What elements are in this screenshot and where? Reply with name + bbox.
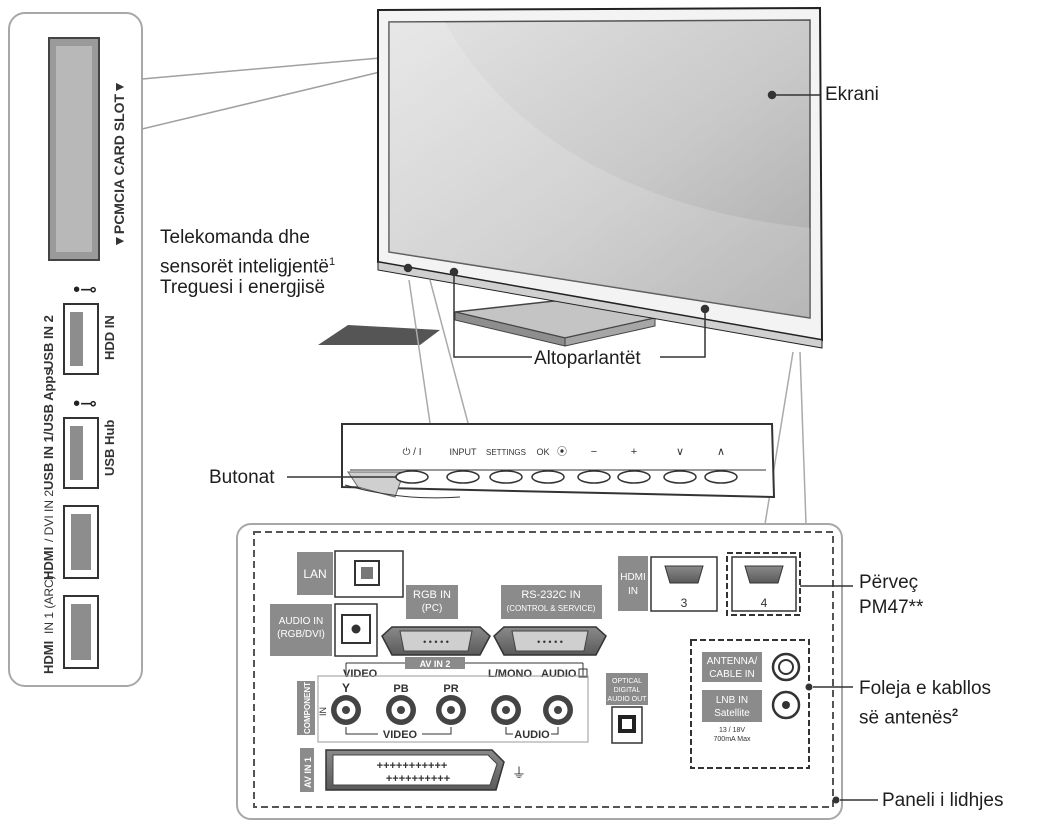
hdmi-in-1-label: IN 1 (ARC) [42,575,56,634]
av-in-1-label: AV IN 1 [303,757,313,788]
hdmi-in-sub-label: IN [628,586,638,597]
hdmi-logo: HDMI [41,547,56,580]
callout-lines [403,90,820,525]
remote-sensor-line-1: Telekomanda dhe [160,227,310,248]
ok-dot-icon: ⦿ [557,446,567,458]
hdmi-port-4-number: 4 [761,596,768,610]
input-button[interactable] [446,470,480,484]
rgb-in-label: RGB IN [413,589,451,601]
pcmcia-label: ▼PCMCIA CARD SLOT▼ [111,80,127,248]
plus-button[interactable] [617,470,651,484]
except-line-2: PM47** [859,597,924,618]
screen-label: Ekrani [825,84,879,105]
optical-label: OPTICAL [612,678,642,685]
except-pm47-label: Përveç PM47** [859,570,923,620]
hdmi-logo: HDMI [41,641,56,674]
tv-screen [388,19,811,319]
up-button-label: ∧ [717,446,725,458]
antenna-socket-label: Foleja e kabllos së antenës2 [859,676,991,730]
lnb-satellite-label: Satellite [714,708,750,719]
rear-panel: LAN AUDIO IN (RGB/DVI) RGB IN (PC) • • •… [236,523,878,820]
footnote-1: 1 [329,256,336,268]
speakers-label: Altoparlantët [534,348,641,369]
down-button[interactable] [663,470,697,484]
lnb-current-label: 700mA Max [714,736,751,743]
lmono-label: L/MONO [488,668,532,680]
usb-in-2-label: USB IN 2 [41,315,56,370]
ok-button[interactable] [531,470,565,484]
scart-pins-icon: +++++++++++ [377,760,448,772]
tv-front [318,6,824,349]
power-button[interactable] [395,470,429,484]
audio-left-jack[interactable] [491,695,521,725]
video-bottom-label: VIDEO [383,729,418,741]
settings-button[interactable] [489,470,523,484]
rs232c-label: RS-232C IN [521,589,580,601]
usb-symbol-icon: •⊸ [73,393,97,415]
lnb-voltage-label: 13 / 18V [719,727,745,734]
lnb-in-label: LNB IN [716,695,748,706]
usb-in-1-label: USB IN 1/USB Apps [41,368,56,490]
audio-top-label: AUDIO [541,668,577,680]
serial-pins-icon: • • • • • [537,637,563,647]
ground-icon: ⏚ [512,765,526,781]
audio-in-sub-label: (RGB/DVI) [277,629,325,640]
hdd-in-label: HDD IN [102,315,117,360]
rs232c-sub-label: (CONTROL & SERVICE) [507,604,596,613]
y-label: Y [342,681,350,695]
footnote-2: 2 [951,707,959,719]
usb-symbol-icon: •⊸ [73,279,97,301]
component-label: COMPONENT [303,682,312,734]
down-button-label: ∨ [676,446,684,458]
power-indicator-label: Treguesi i energjisë [160,277,326,298]
settings-button-label: SETTINGS [486,448,526,457]
rgb-in-sub-label: (PC) [422,603,443,614]
vga-pins-icon: • • • • • [423,637,449,647]
component-pb-jack[interactable] [386,695,416,725]
component-pr-jack[interactable] [436,695,466,725]
av-in-2-label: AV IN 2 [420,659,451,669]
audio-bottom-label: AUDIO [514,729,550,741]
usb-hub-label: USB Hub [102,420,117,476]
antenna-socket-line-1: Foleja e kabllos [859,678,992,699]
ok-button-label: OK [536,447,549,457]
minus-button[interactable] [577,470,611,484]
button-bar: ⏻ / I INPUT SETTINGS OK ⦿ − + ∨ ∧ [287,423,776,499]
hdmi-in-label: HDMI [620,572,646,583]
remote-sensor-line-2-wrap: sensorët inteligjentë1 [160,250,335,279]
antenna-socket-line-2: së antenës [859,707,952,729]
side-panel: ▼PCMCIA CARD SLOT▼ •⊸ USB IN 2 HDD IN •⊸… [8,12,381,687]
pb-label: PB [393,683,408,695]
optical-digital-label: DIGITAL [614,687,641,694]
remote-sensor-line-2: sensorët inteligjentë [160,256,329,278]
connection-panel-label: Paneli i lidhjes [882,790,1004,811]
lan-label: LAN [303,567,326,581]
input-button-label: INPUT [450,447,478,457]
except-line-1: Përveç [859,572,919,593]
component-in-label: IN [318,707,328,716]
hdmi-port-3-number: 3 [681,596,688,610]
antenna-label: ANTENNA/ [707,656,758,667]
antenna-cable-in-port[interactable] [771,652,801,682]
buttons-label: Butonat [209,467,275,488]
audio-in-label: AUDIO IN [279,616,323,627]
optical-audio-out-label: AUDIO OUT [608,696,648,703]
plus-button-label: + [631,446,637,458]
lnb-satellite-port[interactable] [771,690,801,720]
component-y-jack[interactable] [331,695,361,725]
remote-sensor-label: Telekomanda dhe sensorët inteligjentë1 [160,225,335,279]
pr-label: PR [443,683,458,695]
hdmi-in-2-label: / DVI IN 2 [42,490,56,542]
cable-in-label: CABLE IN [709,669,755,680]
up-button[interactable] [704,470,738,484]
antenna-socket-line-2-wrap: së antenës2 [859,701,991,730]
scart-pins-icon: ++++++++++ [386,773,450,785]
video-top-label: VIDEO [343,668,378,680]
minus-button-label: − [591,446,597,458]
power-button-label: ⏻ / I [402,447,421,458]
audio-right-jack[interactable] [543,695,573,725]
